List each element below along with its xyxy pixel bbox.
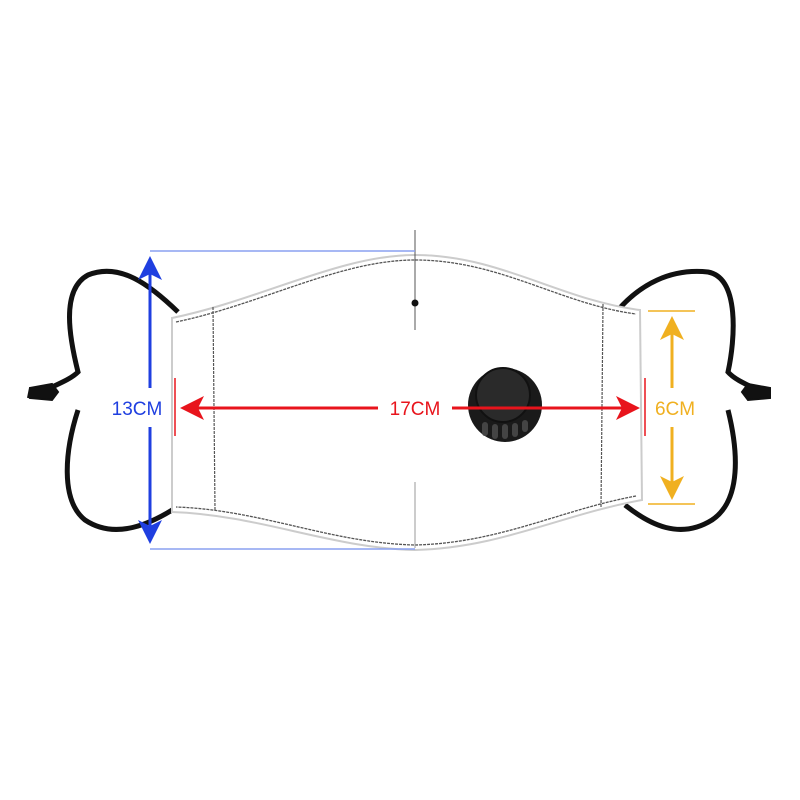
center-dot xyxy=(411,299,419,307)
width-label: 17CM xyxy=(390,399,441,420)
side-label: 6CM xyxy=(655,399,695,420)
right-ear-loop xyxy=(616,268,764,532)
right-hook xyxy=(740,382,771,402)
mask-body xyxy=(171,253,644,552)
height-label: 13CM xyxy=(112,399,163,420)
breathing-valve xyxy=(468,367,542,442)
left-hook xyxy=(27,382,60,402)
right-stitch xyxy=(600,303,604,508)
